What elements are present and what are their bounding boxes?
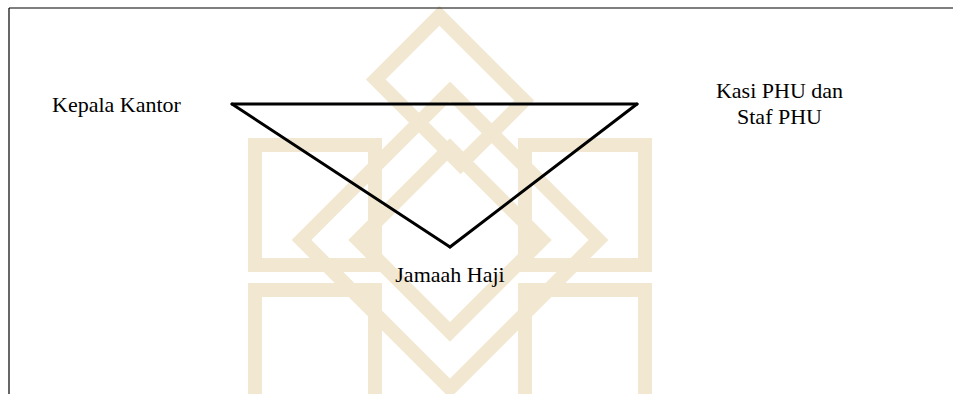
triangle-side (232, 104, 450, 247)
role-label: Jamaah Haji (345, 247, 555, 288)
role-name: Kasi PHU dan Staf PHU (705, 78, 855, 130)
watermark-pattern (255, 16, 645, 394)
frame-top (9, 7, 953, 8)
frame-left (8, 8, 9, 394)
triangle-side (232, 103, 637, 106)
role-label: Kasi PHU dan Staf PHU (637, 78, 877, 134)
triangle-side (450, 104, 637, 247)
role-name: Jamaah Haji (345, 262, 555, 288)
role-label: Kepala Kantor (52, 92, 232, 122)
role-name: Kepala Kantor (52, 92, 232, 118)
